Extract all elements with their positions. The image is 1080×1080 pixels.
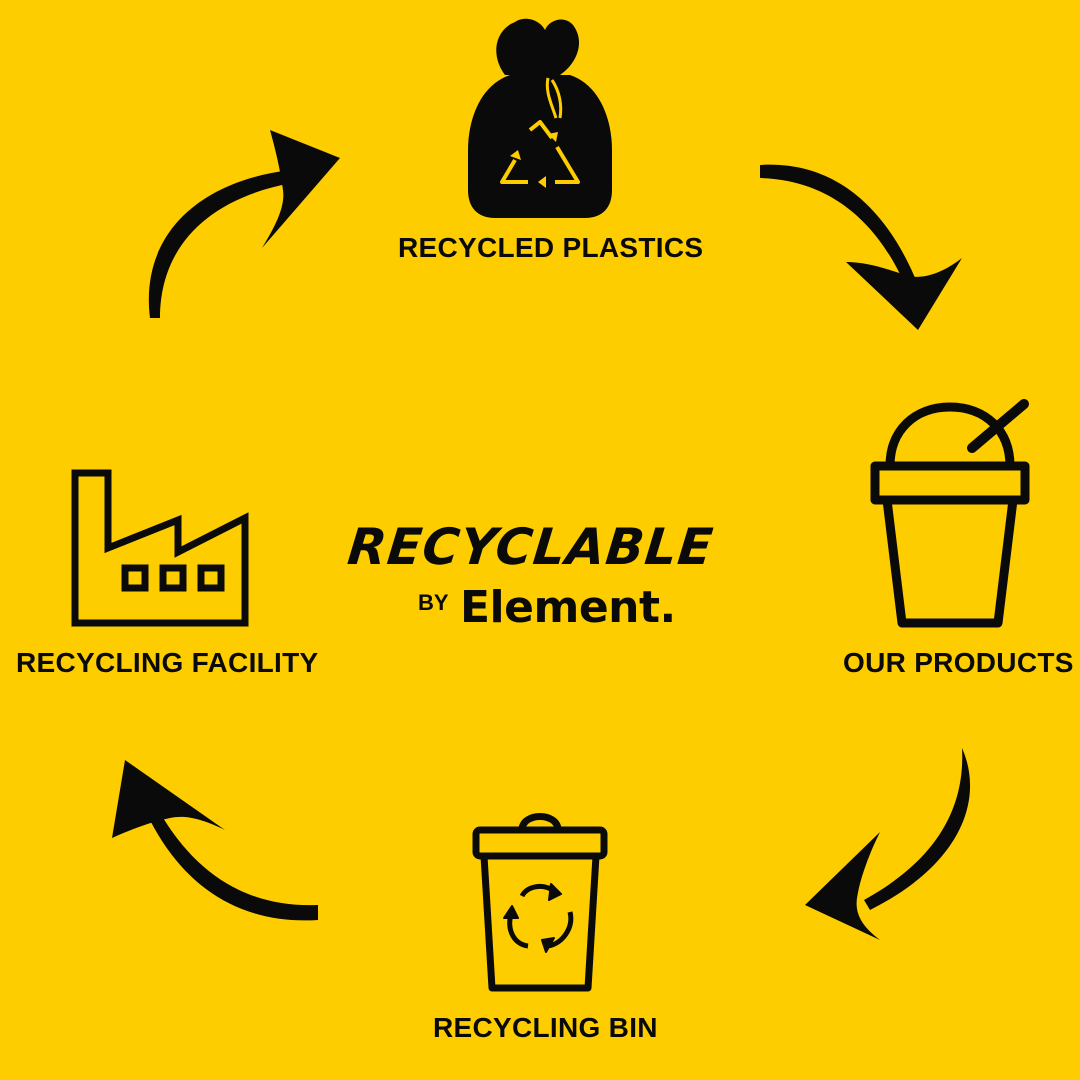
arrow-plastics-to-products (760, 164, 962, 330)
arrow-facility-to-plastics (148, 130, 340, 318)
factory-icon (71, 469, 249, 627)
brand-logo-text: Element. (460, 582, 676, 633)
arrow-bin-to-facility (112, 760, 318, 921)
cup-with-straw-icon (870, 399, 1030, 628)
center-title: RECYCLABLE (344, 518, 717, 576)
recycled-bag-icon (468, 18, 612, 218)
arrow-products-to-bin (805, 748, 971, 940)
center-by-text: BY (418, 590, 449, 615)
stage-label-our-products: OUR PRODUCTS (843, 647, 1074, 678)
stage-label-recycling-facility: RECYCLING FACILITY (16, 647, 319, 678)
recycling-bin-icon (472, 813, 608, 992)
stage-label-recycling-bin: RECYCLING BIN (433, 1012, 658, 1043)
stage-label-recycled-plastics: RECYCLED PLASTICS (398, 232, 704, 263)
